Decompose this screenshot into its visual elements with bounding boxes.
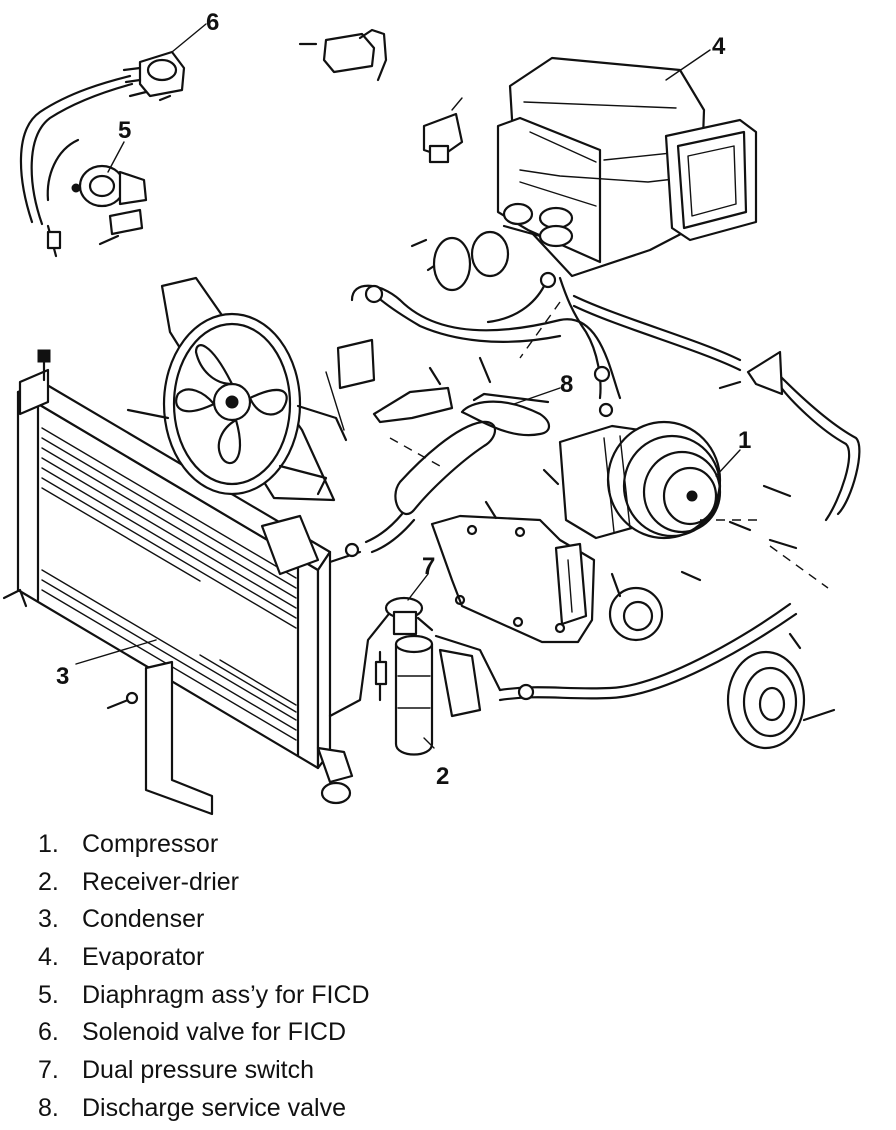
line-bracket-right (718, 350, 784, 396)
legend-item-dual-pressure-switch: 7. Dual pressure switch (38, 1052, 558, 1090)
legend-item-evaporator: 4. Evaporator (38, 939, 558, 977)
legend-label: Receiver-drier (82, 867, 239, 896)
solenoid-valve-part (122, 50, 186, 102)
condenser-part (2, 349, 394, 816)
mounting-bracket-center (372, 230, 510, 424)
refrigerant-lines (350, 276, 861, 702)
diaphragm-assembly-part (19, 74, 148, 258)
crank-pulley-part (726, 632, 836, 750)
callout-4: 4 (712, 33, 726, 60)
legend-number: 2. (38, 867, 59, 896)
legend-item-discharge-service-valve: 8. Discharge service valve (38, 1090, 558, 1128)
legend-label: Compressor (82, 830, 219, 858)
legend-number: 7. (38, 1056, 59, 1085)
legend-number: 5. (38, 980, 59, 1009)
legend-number: 3. (38, 905, 59, 934)
line-fittings (344, 271, 614, 701)
legend-label: Condenser (82, 905, 205, 934)
ficd-control-unit-part (298, 28, 388, 82)
condenser-fan-part (126, 276, 376, 502)
legend-item-compressor: 1. Compressor (38, 826, 558, 864)
legend-number: 6. (38, 1018, 59, 1047)
legend-item-diaphragm-assembly: 5. Diaphragm ass’y for FICD (38, 977, 558, 1015)
callout-7: 7 (422, 553, 435, 580)
legend-item-condenser: 3. Condenser (38, 901, 558, 939)
ac-system-exploded-diagram: 1 2 3 4 5 6 7 8 (2, 9, 861, 816)
callout-3: 3 (56, 663, 69, 690)
legend-label: Evaporator (82, 943, 205, 972)
dual-pressure-switch-part (384, 596, 434, 636)
callout-6: 6 (206, 9, 219, 36)
assembly-guide-lines (389, 301, 829, 589)
evaporator-part (422, 56, 758, 278)
idler-pulley-part (608, 572, 664, 642)
condenser-fins-top (41, 427, 297, 629)
callout-2: 2 (436, 763, 449, 790)
compressor-part (558, 420, 798, 582)
legend-item-solenoid-valve: 6. Solenoid valve for FICD (38, 1014, 558, 1052)
legend-label: Diaphragm ass’y for FICD (82, 980, 370, 1009)
legend-label: Discharge service valve (82, 1093, 346, 1122)
parts-legend: 1. Compressor 2. Receiver-drier 3. Condense… (38, 826, 558, 1128)
receiver-drier-part (374, 634, 482, 756)
legend-number: 1. (38, 830, 59, 858)
legend-item-receiver-drier: 2. Receiver-drier (38, 864, 558, 902)
legend-label: Dual pressure switch (82, 1056, 315, 1085)
legend-number: 4. (38, 943, 59, 972)
legend-label: Solenoid valve for FICD (82, 1018, 347, 1047)
compressor-bracket-part (430, 468, 596, 644)
callout-1: 1 (738, 427, 751, 454)
callout-5: 5 (118, 117, 131, 144)
callout-8: 8 (560, 371, 573, 398)
callout-labels: 1 2 3 4 5 6 7 8 (56, 9, 751, 790)
legend-number: 8. (38, 1093, 59, 1122)
